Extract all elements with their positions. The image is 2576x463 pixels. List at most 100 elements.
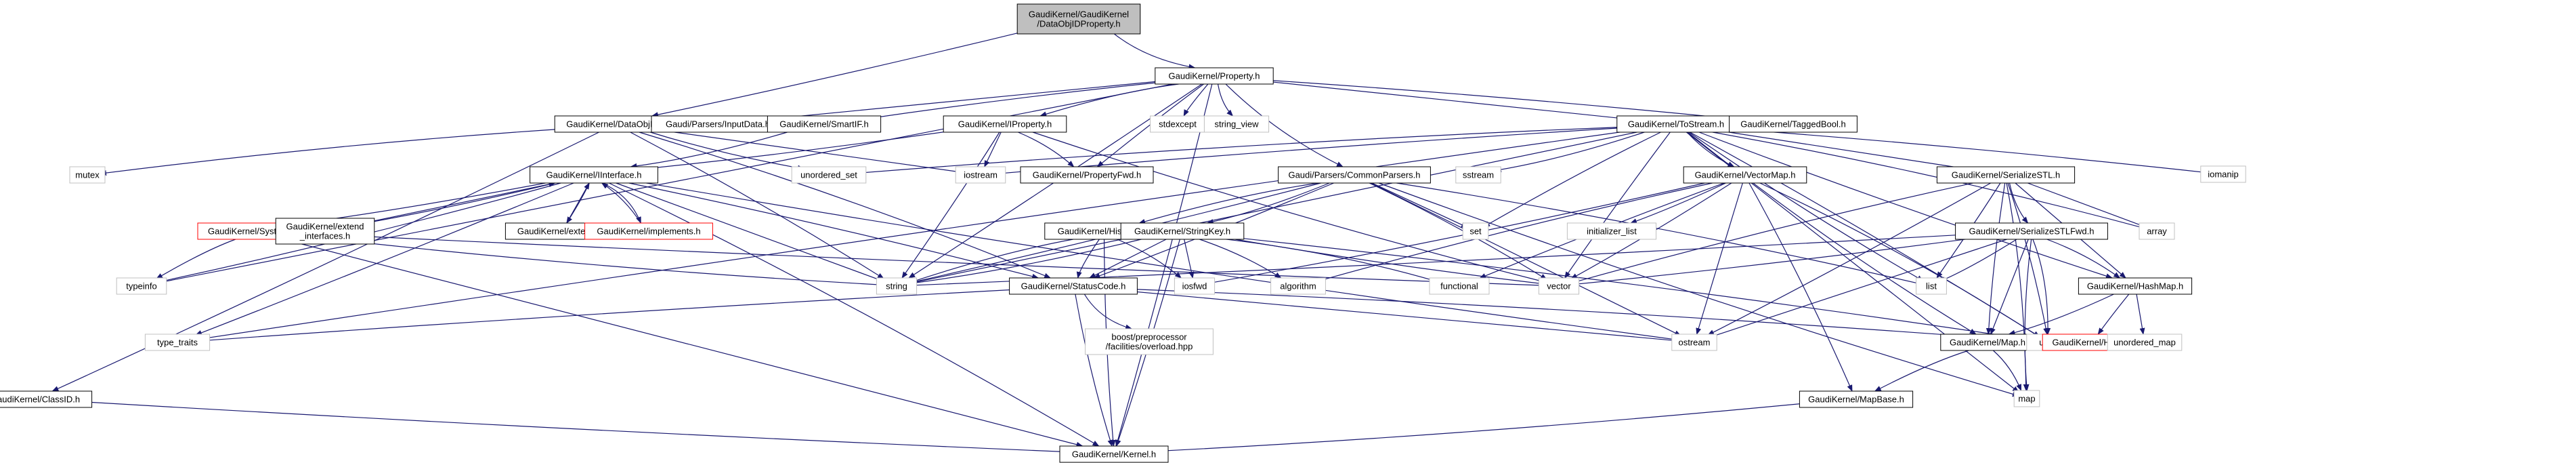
node-functional: functional	[1429, 277, 1490, 295]
edge-serializestlfwd-to-hashmap	[2046, 239, 2121, 279]
node-label-sstream: sstream	[1463, 170, 1494, 180]
node-label-propertyfwd: GaudiKernel/PropertyFwd.h	[1033, 170, 1141, 180]
node-label-kernel: GaudiKernel/Kernel.h	[1072, 449, 1156, 460]
edge-tostream-to-vector	[1564, 132, 1671, 279]
edge-tostream-to-list	[1688, 132, 1924, 281]
node-label-inputdata: Gaudi/Parsers/InputData.h	[666, 119, 770, 129]
node-statuscode[interactable]: GaudiKernel/StatusCode.h	[1009, 277, 1138, 295]
edge-property-to-inputdata	[762, 79, 1172, 122]
node-box-stringkey	[1120, 222, 1245, 240]
edge-iproperty-to-iinterface	[636, 128, 964, 172]
node-classid[interactable]: GaudiKernel/ClassID.h	[0, 390, 93, 408]
node-unordered_set: unordered_set	[791, 166, 867, 184]
node-label-type_traits: type_traits	[157, 338, 198, 348]
node-taggedbool[interactable]: GaudiKernel/TaggedBool.h	[1729, 115, 1858, 133]
node-smartif[interactable]: GaudiKernel/SmartIF.h	[767, 115, 882, 133]
edge-vectormap-to-iosfwd	[1207, 182, 1705, 285]
node-kernel[interactable]: GaudiKernel/Kernel.h	[1059, 445, 1169, 463]
edge-stringkey-to-functional	[1218, 238, 1440, 283]
edge-iinterface-to-ostream	[636, 180, 1681, 342]
edge-statuscode-to-boost_overload	[1083, 294, 1133, 330]
node-map_h[interactable]: GaudiKernel/Map.h	[1940, 334, 2035, 351]
edge-iproperty-to-iostream	[984, 132, 1002, 167]
edge-statuscode-to-kernel	[1075, 294, 1113, 447]
node-propertyfwd[interactable]: GaudiKernel/PropertyFwd.h	[1020, 166, 1154, 184]
node-box-string_view	[1203, 115, 1270, 133]
node-hashmap[interactable]: GaudiKernel/HashMap.h	[2078, 277, 2193, 295]
node-box-algorithm	[1270, 277, 1326, 295]
node-label-vector: vector	[1547, 281, 1571, 291]
edge-stringkey-to-iosfwd	[1184, 239, 1195, 279]
node-box-unordered_map	[2107, 334, 2183, 351]
edge-commonparsers-to-vector	[1369, 182, 1547, 280]
node-box-iomanip	[2200, 165, 2246, 183]
node-root[interactable]: GaudiKernel/GaudiKernel/DataObjIDPropert…	[1016, 3, 1141, 35]
edge-histodef-to-iosfwd	[1117, 239, 1182, 279]
node-box-propertyfwd	[1020, 166, 1154, 184]
node-box-string	[876, 277, 918, 295]
edge-root-to-dataobjid	[651, 30, 1029, 118]
node-mapbase[interactable]: GaudiKernel/MapBase.h	[1799, 390, 1914, 408]
node-box-set	[1462, 222, 1489, 240]
edge-property-to-tostream	[1256, 79, 1635, 122]
edge-property-to-smartif	[863, 81, 1172, 121]
edge-serializestlfwd-to-map_h	[1990, 239, 2029, 335]
edge-extends-to-iinterface	[566, 182, 590, 224]
node-box-root	[1016, 3, 1141, 35]
node-label-set: set	[1469, 226, 1482, 237]
node-box-serializestl	[1936, 166, 2076, 184]
node-iproperty[interactable]: GaudiKernel/IProperty.h	[943, 115, 1067, 133]
edge-statuscode-to-utility	[1115, 287, 2040, 344]
node-box-functional	[1429, 277, 1490, 295]
node-sstream: sstream	[1455, 166, 1501, 184]
node-label-map: map	[2018, 394, 2035, 404]
node-commonparsers[interactable]: Gaudi/Parsers/CommonParsers.h	[1278, 166, 1431, 184]
node-box-map_h	[1940, 334, 2035, 351]
node-box-inputdata	[651, 115, 785, 133]
node-serializestlfwd[interactable]: GaudiKernel/SerializeSTLFwd.h	[1955, 222, 2108, 240]
node-label-boost_overload: boost/preprocessor	[1111, 332, 1187, 342]
node-label-array: array	[2147, 226, 2167, 237]
node-box-iinterface	[530, 166, 658, 184]
edge-serializestl-to-serializestlfwd	[2009, 182, 2029, 224]
edge-property-to-typeinfo	[156, 83, 1173, 285]
edge-stringkey-to-algorithm	[1199, 239, 1282, 279]
edge-dataobjid-to-unordered_set	[650, 132, 804, 171]
node-tostream[interactable]: GaudiKernel/ToStream.h	[1616, 115, 1736, 133]
edge-vectormap-to-utility	[1759, 182, 2040, 338]
node-label-extend_interfaces: GaudiKernel/extend	[286, 222, 364, 232]
node-property[interactable]: GaudiKernel/Property.h	[1155, 67, 1274, 85]
node-label-initializer_list: initializer_list	[1587, 226, 1637, 237]
node-initializer_list: initializer_list	[1566, 222, 1657, 240]
node-boost_overload: boost/preprocessor/facilities/overload.h…	[1085, 328, 1214, 355]
edge-vectormap-to-initializer_list	[1630, 182, 1726, 224]
node-vector: vector	[1538, 277, 1580, 295]
node-implements[interactable]: GaudiKernel/implements.h	[584, 222, 713, 240]
node-box-initializer_list	[1566, 222, 1657, 240]
node-array: array	[2139, 222, 2175, 240]
edge-commonparsers-to-list	[1396, 182, 1924, 286]
node-inputdata[interactable]: Gaudi/Parsers/InputData.h	[651, 115, 785, 133]
node-label-mutex: mutex	[75, 170, 100, 180]
edge-tostream-to-hashmap	[1698, 132, 2113, 279]
node-box-implements	[584, 222, 713, 240]
node-vectormap[interactable]: GaudiKernel/VectorMap.h	[1683, 166, 1807, 184]
node-label-typeinfo: typeinfo	[126, 281, 157, 291]
node-serializestl[interactable]: GaudiKernel/SerializeSTL.h	[1936, 166, 2076, 184]
node-ostream: ostream	[1671, 334, 1717, 351]
edge-dataobjid-to-string	[630, 132, 884, 279]
edge-vectormap-to-algorithm	[1315, 182, 1713, 283]
node-iinterface[interactable]: GaudiKernel/IInterface.h	[530, 166, 658, 184]
edge-tostream-to-type_traits	[195, 129, 1635, 342]
node-algorithm: algorithm	[1270, 277, 1326, 295]
node-type_traits: type_traits	[144, 334, 211, 351]
edge-map_h-to-map	[1992, 350, 2022, 391]
edge-serializestl-to-map_h	[1985, 182, 2006, 335]
node-typeinfo: typeinfo	[116, 277, 167, 295]
node-box-ostream	[1671, 334, 1717, 351]
edge-tostream-to-iostream	[998, 126, 1635, 176]
edge-tostream-to-iomanip	[1717, 127, 2212, 176]
node-label-iosfwd: iosfwd	[1182, 281, 1207, 291]
node-extend_interfaces[interactable]: GaudiKernel/extend_interfaces.h	[275, 218, 375, 245]
node-stringkey[interactable]: GaudiKernel/StringKey.h	[1120, 222, 1245, 240]
